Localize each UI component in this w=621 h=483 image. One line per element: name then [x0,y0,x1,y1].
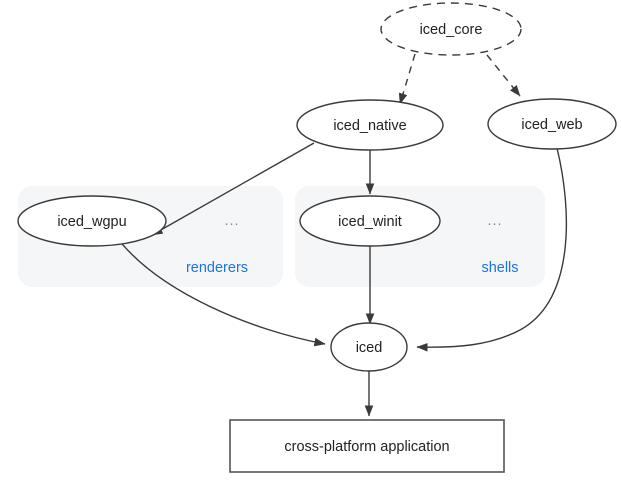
node-cross-platform-application[interactable]: cross-platform application [229,419,505,473]
node-iced-native[interactable]: iced_native [296,99,444,151]
edge-iced-core-to-iced-native [398,53,416,105]
node-iced-wgpu-label: iced_wgpu [57,214,126,230]
node-iced-winit-label: iced_winit [338,214,402,230]
node-iced-native-shape[interactable] [296,99,444,151]
node-application-shape[interactable] [229,419,505,473]
node-iced-wgpu-shape[interactable] [17,195,167,247]
node-iced-web[interactable]: iced_web [487,98,617,150]
node-iced-core[interactable]: iced_core [380,2,522,56]
node-iced-native-label: iced_native [333,118,406,134]
cluster-shells-label: shells [481,260,518,276]
cluster-renderers-ellipsis: ... [224,213,239,229]
edge-iced-wgpu-to-iced [117,238,326,347]
node-iced[interactable]: iced [330,322,408,372]
node-iced-core-label: iced_core [420,22,483,38]
edge-iced-web-to-iced [416,147,567,352]
node-iced-label: iced [356,340,383,356]
node-iced-web-label: iced_web [521,117,582,133]
node-iced-wgpu[interactable]: iced_wgpu [17,195,167,247]
node-application-label: cross-platform application [284,439,449,455]
edge-iced-native-to-iced-wgpu [151,142,315,236]
node-iced-winit[interactable]: iced_winit [299,195,441,247]
cluster-shells-ellipsis: ... [487,213,502,229]
node-iced-web-shape[interactable] [487,98,617,150]
node-iced-shape[interactable] [330,322,408,372]
cluster-renderers-label: renderers [186,260,248,276]
node-iced-winit-shape[interactable] [299,195,441,247]
node-iced-core-shape[interactable] [380,2,522,56]
edge-iced-core-to-iced-web [486,54,521,97]
